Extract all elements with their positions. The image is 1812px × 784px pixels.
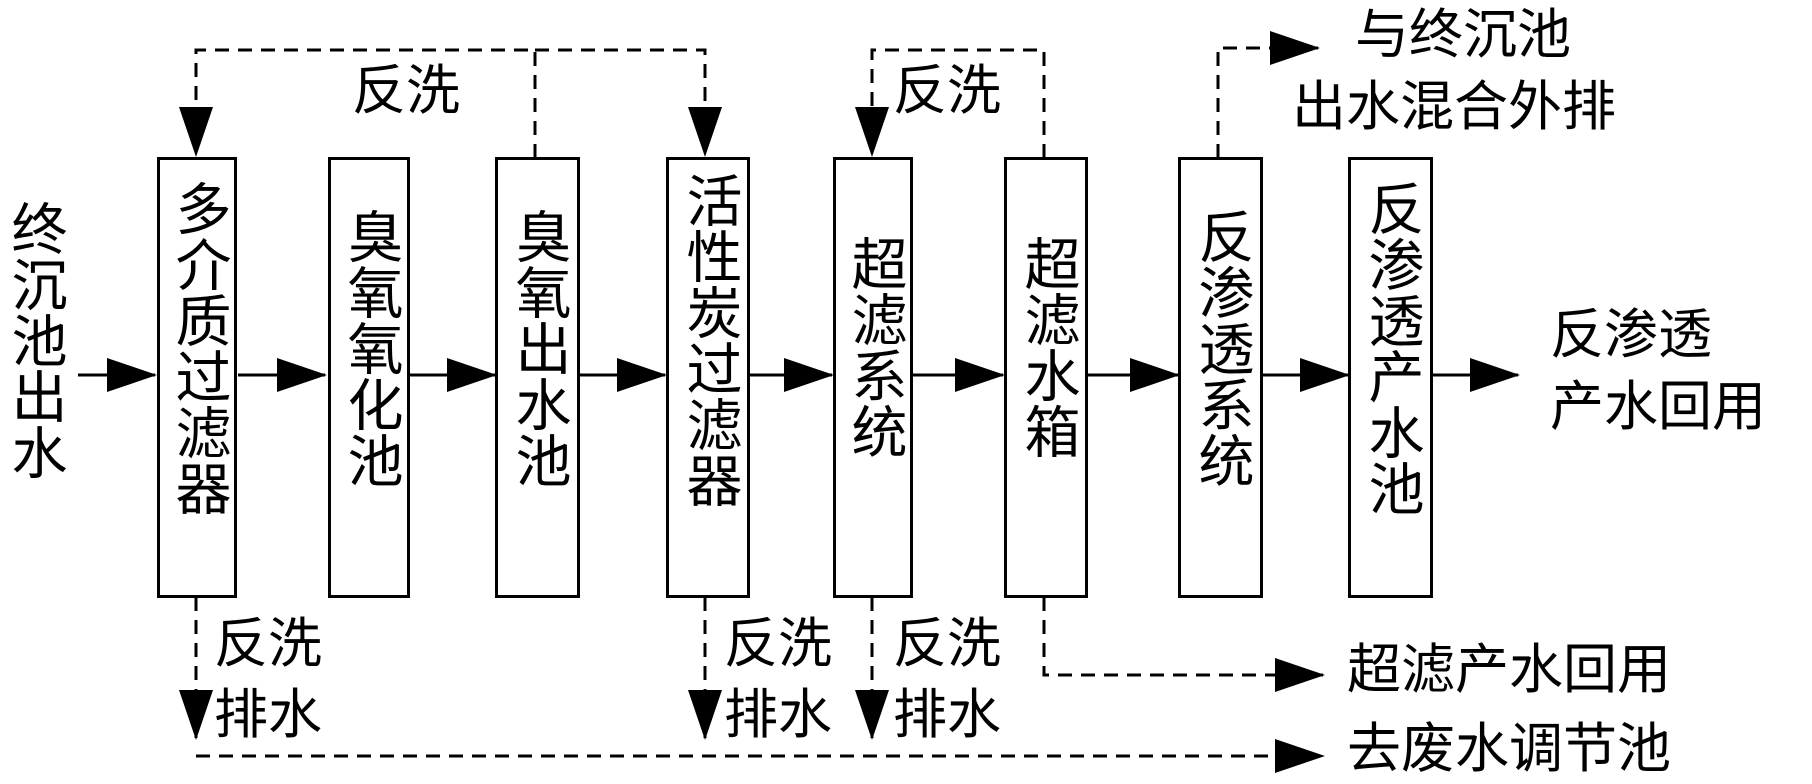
drain-label-1-line2: 排水 (214, 683, 322, 746)
drain-label-2-line1: 反洗 (724, 612, 832, 675)
ro-reuse-label-line2: 产水回用 (1550, 375, 1766, 438)
box-multimedia-filter-label: 多介质过滤器 (166, 180, 231, 516)
box-activated-carbon-filter-label: 活性炭过滤器 (677, 172, 742, 508)
box-ro-product-tank: 反渗透产水池 (1348, 157, 1433, 598)
uf-reuse-label: 超滤产水回用 (1347, 638, 1671, 701)
discharge-line (1216, 31, 1320, 158)
input-label: 终沉池出水 (2, 200, 67, 480)
backwash-label-1: 反洗 (352, 59, 460, 122)
box-uf-water-tank: 超滤水箱 (1004, 157, 1088, 598)
ro-reuse-label-line1: 反渗透 (1550, 303, 1712, 366)
backwash-label-2: 反洗 (893, 59, 1001, 122)
box-uf-system: 超滤系统 (833, 157, 913, 598)
drain-label-3-line2: 排水 (893, 683, 1001, 746)
backwash-loop-1 (179, 48, 537, 158)
box-uf-system-label: 超滤系统 (842, 235, 907, 459)
box-multimedia-filter: 多介质过滤器 (157, 157, 237, 598)
box-ozone-outlet-tank: 臭氧出水池 (495, 157, 580, 598)
drain-label-2-line2: 排水 (724, 683, 832, 746)
drain-label-1-line1: 反洗 (214, 612, 322, 675)
box-ro-system-label: 反渗透系统 (1189, 208, 1254, 488)
box-uf-water-tank-label: 超滤水箱 (1015, 235, 1080, 459)
box-ro-system: 反渗透系统 (1178, 157, 1263, 598)
box-ro-product-tank-label: 反渗透产水池 (1359, 180, 1424, 516)
discharge-label-line1: 与终沉池 (1355, 3, 1571, 66)
discharge-label-line2: 出水混合外排 (1292, 75, 1616, 138)
box-ozone-oxidation: 臭氧氧化池 (328, 157, 410, 598)
box-ozone-oxidation-label: 臭氧氧化池 (338, 208, 403, 488)
backwash-loop-2 (855, 48, 1046, 158)
box-activated-carbon-filter: 活性炭过滤器 (666, 157, 750, 598)
drain-label-3-line1: 反洗 (893, 612, 1001, 675)
box-ozone-outlet-tank-label: 臭氧出水池 (506, 208, 571, 488)
uf-reuse-line (1042, 597, 1325, 692)
backwash-loop-1b (535, 48, 722, 157)
wastewater-label: 去废水调节池 (1347, 717, 1671, 780)
